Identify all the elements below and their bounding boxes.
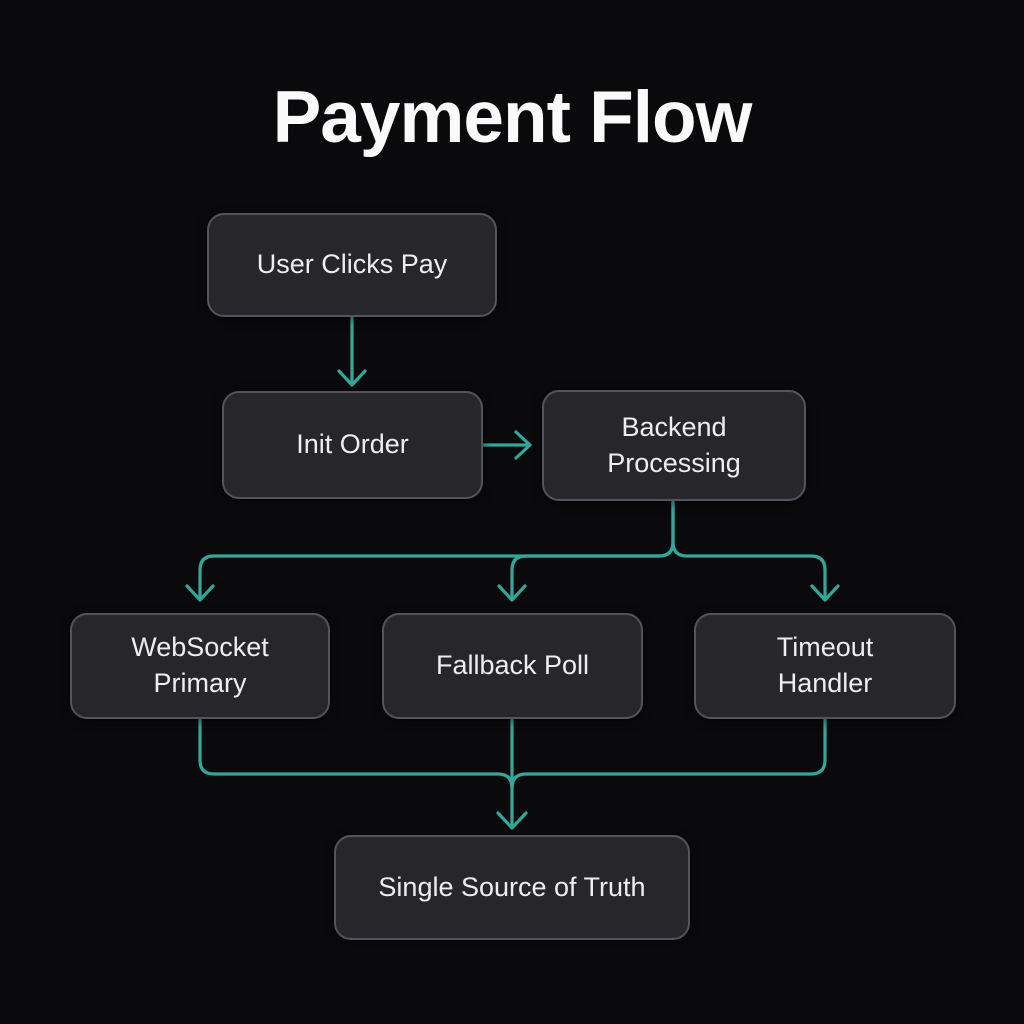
edge-backend-processing-to-websocket-primary [185,500,675,602]
node-websocket-primary: WebSocket Primary [70,613,330,719]
page-title: Payment Flow [272,77,753,158]
node-user-clicks-pay: User Clicks Pay [207,213,497,317]
edge-init-order-to-backend-processing [481,430,532,460]
node-user-clicks-pay-label: User Clicks Pay [256,249,448,280]
edge-timeout-handler-to-single-source [510,718,827,790]
node-backend-processing: Backend Processing [542,390,806,501]
node-timeout-handler-label: Timeout Handler [776,632,874,698]
node-fallback-poll: Fallback Poll [382,613,643,719]
node-fallback-poll-label: Fallback Poll [435,650,590,681]
node-timeout-handler: Timeout Handler [694,613,956,719]
node-init-order-label: Init Order [296,429,409,460]
node-websocket-primary-label: WebSocket Primary [131,632,269,698]
edge-fallback-poll-to-single-source [496,718,528,830]
edge-backend-processing-to-fallback-poll [497,500,675,602]
node-init-order: Init Order [222,391,483,499]
node-single-source-of-truth-label: Single Source of Truth [378,871,646,902]
node-single-source-of-truth: Single Source of Truth [334,835,690,940]
edge-backend-processing-to-timeout-handler [671,500,840,602]
edge-user-clicks-pay-to-init-order [337,316,367,387]
node-backend-processing-label: Backend Processing [607,411,741,478]
edge-websocket-primary-to-single-source [198,718,514,790]
